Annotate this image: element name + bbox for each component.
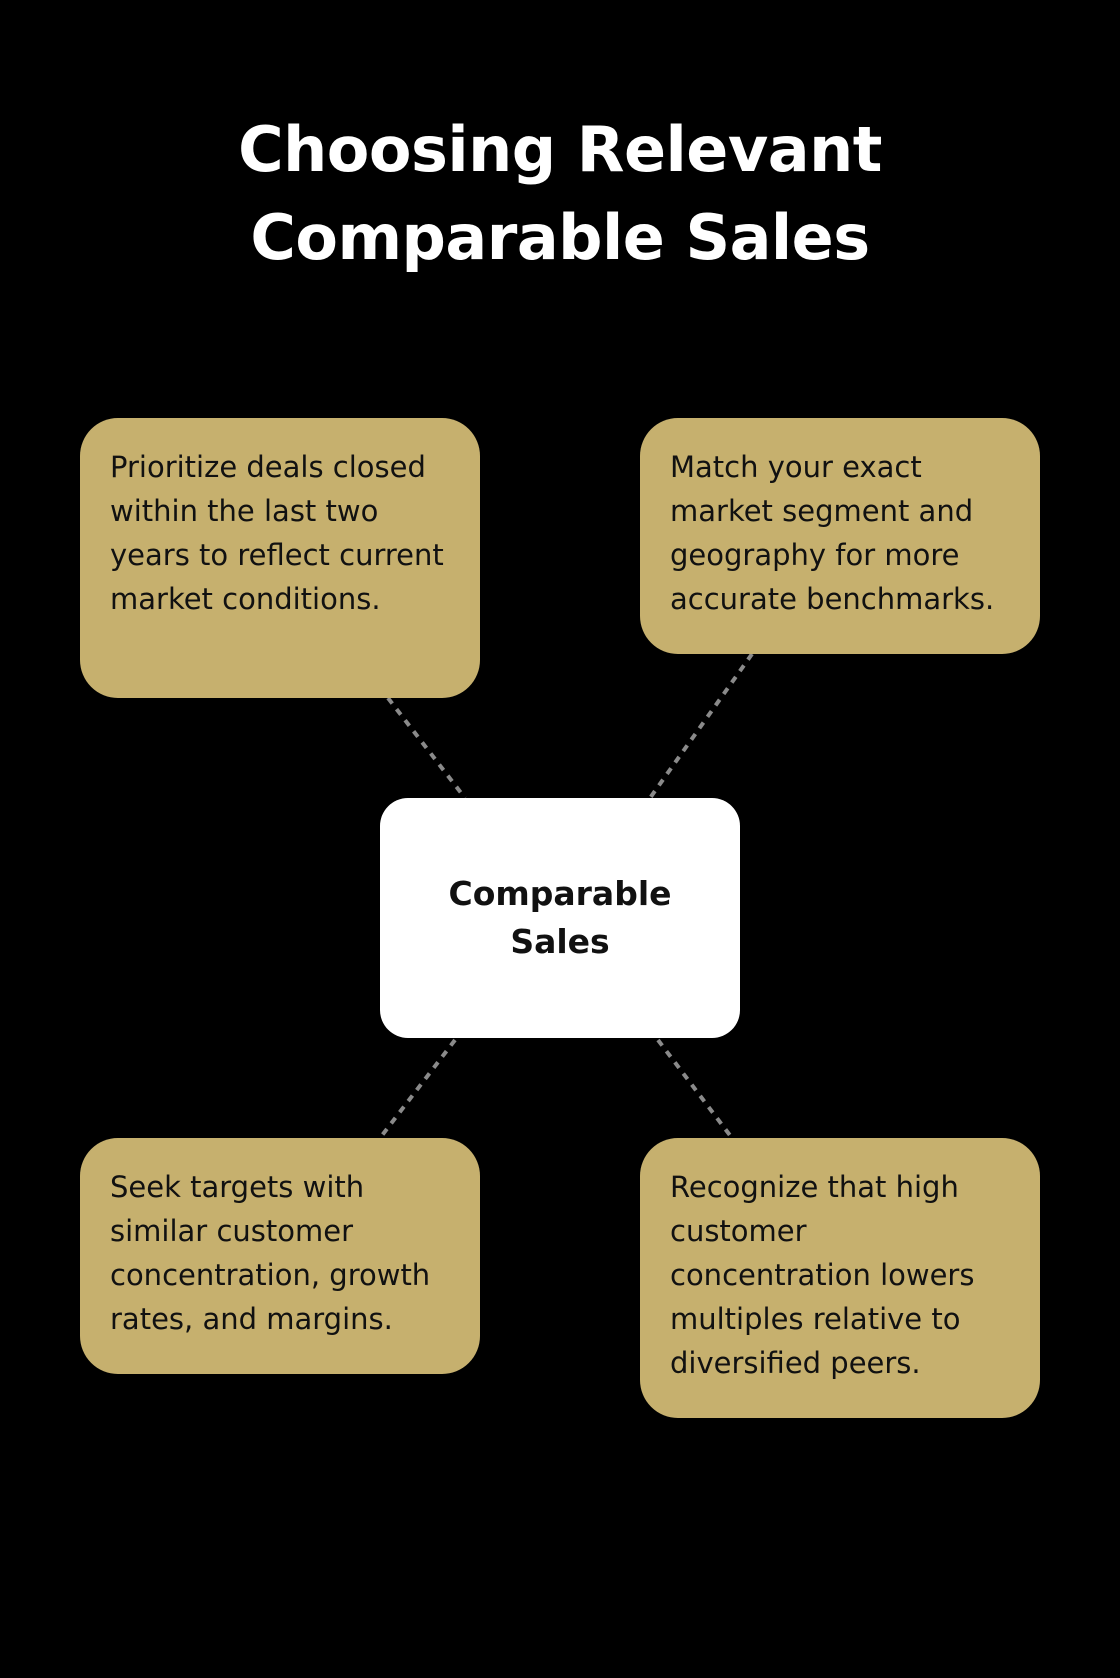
- node-similar-targets: Seek targets with similar customer conce…: [80, 1138, 480, 1374]
- node-similar-targets-text: Seek targets with similar customer conce…: [110, 1170, 431, 1336]
- center-node: Comparable Sales: [380, 798, 740, 1038]
- connector-top-left: [386, 696, 467, 800]
- node-market-segment: Match your exact market segment and geog…: [640, 418, 1040, 654]
- diagram-title: Choosing Relevant Comparable Sales: [238, 113, 882, 274]
- node-recent-deals-text: Prioritize deals closed within the last …: [110, 450, 444, 616]
- node-recent-deals: Prioritize deals closed within the last …: [80, 418, 480, 698]
- node-market-segment-text: Match your exact market segment and geog…: [670, 450, 995, 616]
- connector-bottom-left: [378, 1038, 457, 1140]
- connector-bottom-right: [656, 1038, 734, 1140]
- center-node-label: Comparable Sales: [448, 874, 672, 961]
- node-customer-concentration: Recognize that high customer concentrati…: [640, 1138, 1040, 1418]
- node-customer-concentration-text: Recognize that high customer concentrati…: [670, 1170, 975, 1380]
- connector-top-right: [648, 652, 754, 800]
